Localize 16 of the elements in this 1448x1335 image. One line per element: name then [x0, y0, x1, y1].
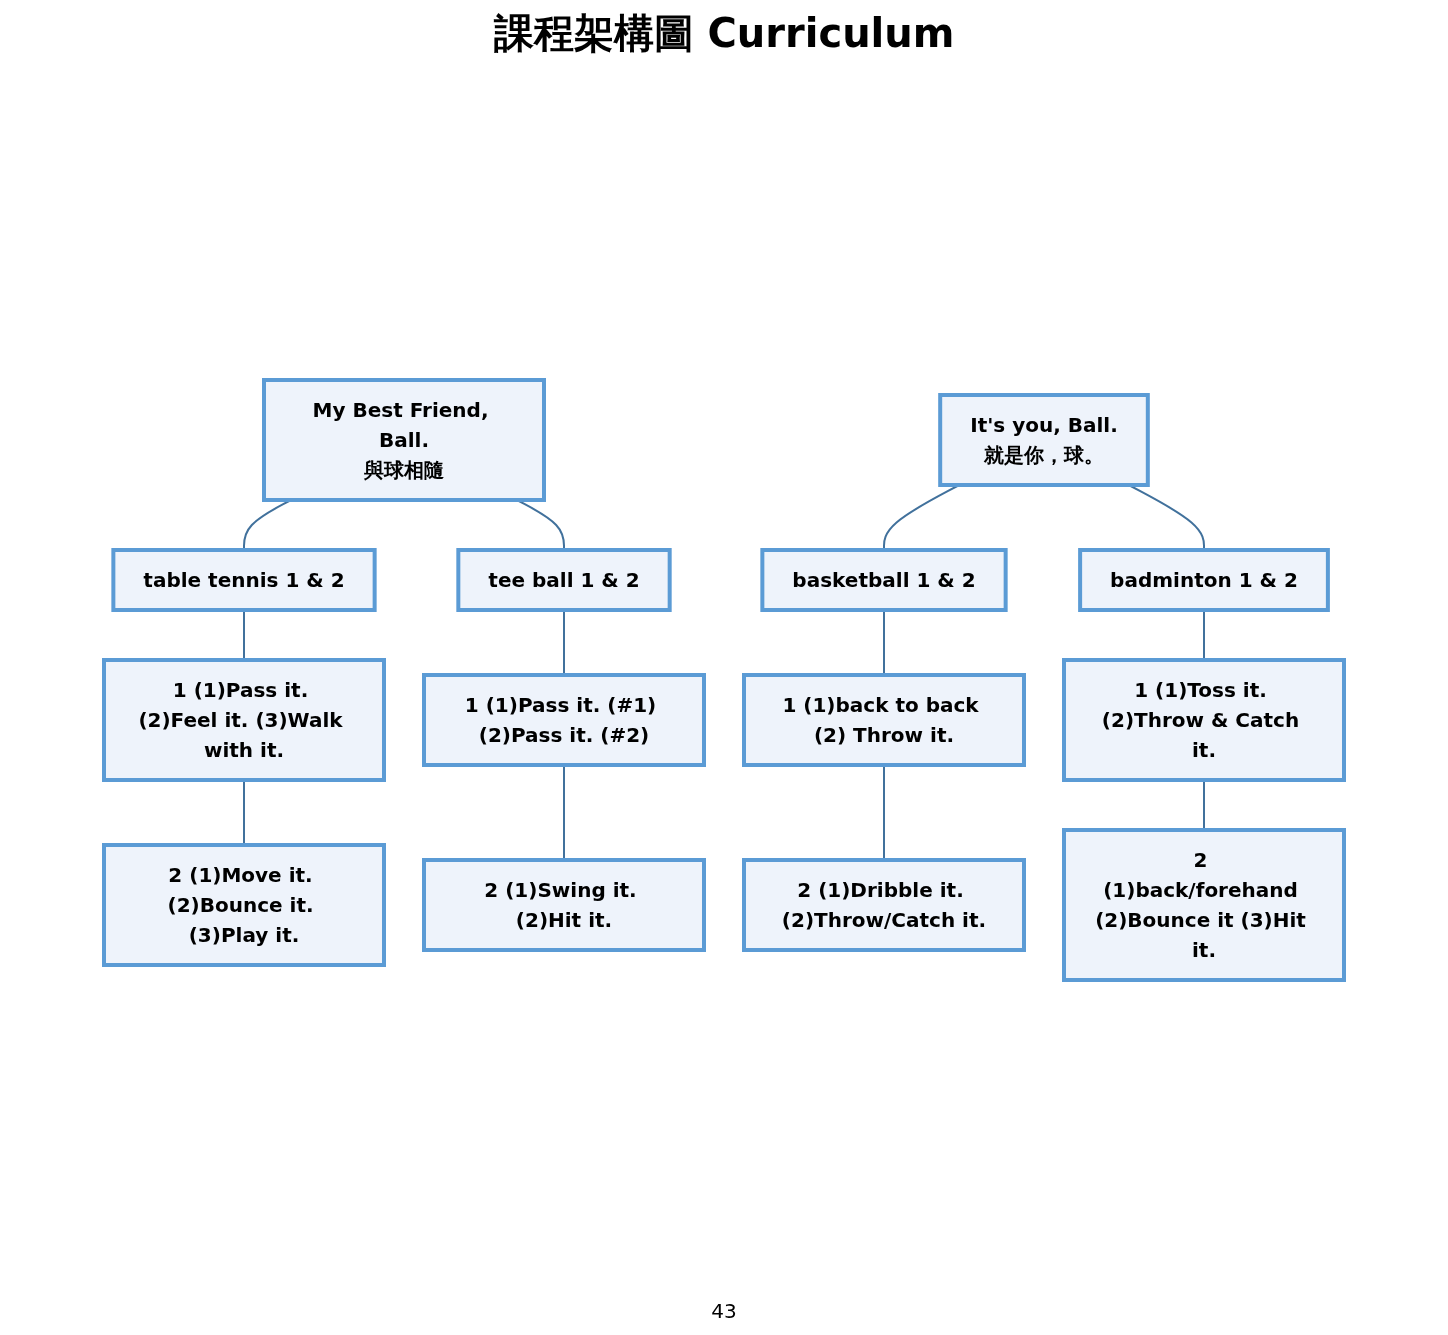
node-box: It's you, Ball. 就是你，球。	[938, 393, 1150, 487]
diagram-title: 課程架構圖 Curriculum	[493, 9, 955, 58]
node-box: 2 (1)Move it. (2)Bounce it. (3)Play it.	[102, 843, 386, 967]
node-box: 1 (1)Toss it. (2)Throw & Catch it.	[1062, 658, 1346, 782]
node-box: 2 (1)back/forehand (2)Bounce it (3)Hit it.	[1062, 828, 1346, 982]
node-box: 2 (1)Swing it. (2)Hit it.	[422, 858, 706, 952]
node-box: 1 (1)back to back (2) Throw it.	[742, 673, 1026, 767]
node-box: My Best Friend, Ball. 與球相隨	[262, 378, 546, 502]
node-box: 2 (1)Dribble it. (2)Throw/Catch it.	[742, 858, 1026, 952]
node-box: basketball 1 & 2	[760, 548, 1008, 612]
node-box: table tennis 1 & 2	[111, 548, 377, 612]
page-number: 43	[711, 1299, 737, 1323]
node-box: tee ball 1 & 2	[456, 548, 672, 612]
node-box: badminton 1 & 2	[1078, 548, 1330, 612]
node-box: 1 (1)Pass it. (#1) (2)Pass it. (#2)	[422, 673, 706, 767]
node-box: 1 (1)Pass it. (2)Feel it. (3)Walk with it.	[102, 658, 386, 782]
